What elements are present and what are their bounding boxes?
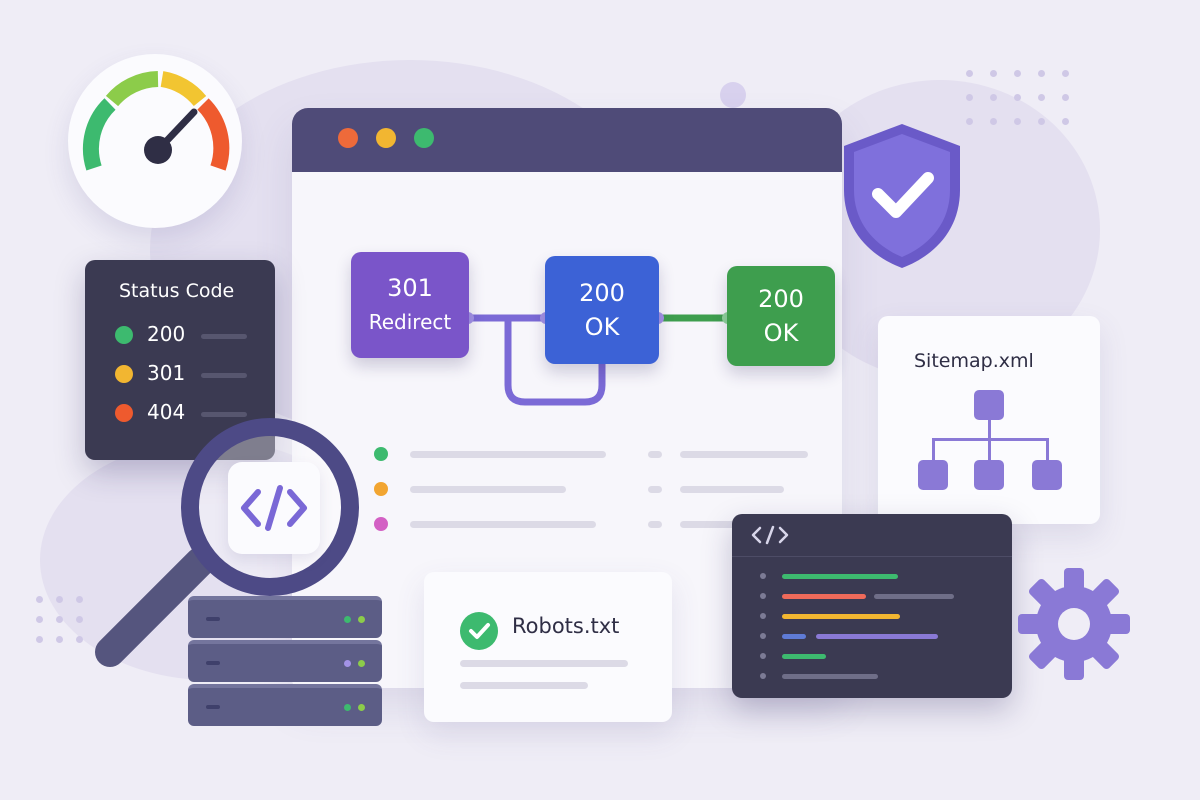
decor-dot: [56, 616, 63, 623]
status-bar: [201, 334, 247, 339]
content-bullet-orange: [374, 482, 388, 496]
code-line: [874, 594, 954, 599]
code-line: [782, 614, 900, 619]
server-unit: [188, 640, 382, 682]
check-circle-icon: [460, 612, 498, 650]
content-line: [410, 521, 596, 528]
content-line: [648, 521, 662, 528]
decor-dot: [56, 636, 63, 643]
status-dot-green: [115, 326, 133, 344]
window-close-dot[interactable]: [338, 128, 358, 148]
decor-circle: [720, 82, 746, 108]
content-line: [410, 451, 606, 458]
gauge-dial: [82, 71, 230, 171]
code-brackets-icon: [751, 525, 789, 545]
content-line: [648, 486, 662, 493]
sitemap-xml-card[interactable]: Sitemap.xml: [878, 316, 1100, 524]
status-code-panel: Status Code 200 301 404: [85, 260, 275, 460]
status-code-200: 200: [147, 322, 186, 346]
code-panel-header: [732, 514, 1012, 557]
decor-dot: [966, 94, 973, 101]
robots-card-title: Robots.txt: [512, 614, 620, 638]
content-bullet-pink: [374, 517, 388, 531]
browser-titlebar: [292, 108, 842, 172]
status-dot-red: [115, 404, 133, 422]
status-panel-title: Status Code: [119, 280, 235, 302]
content-bullet-green: [374, 447, 388, 461]
decor-dot: [76, 616, 83, 623]
content-line: [680, 486, 784, 493]
content-line: [648, 451, 662, 458]
shield-check-icon: [844, 124, 960, 268]
decor-dot: [990, 94, 997, 101]
code-line: [782, 594, 866, 599]
sitemap-card-title: Sitemap.xml: [914, 350, 1034, 372]
code-line: [782, 654, 826, 659]
status-bar: [201, 412, 247, 417]
window-minimize-dot[interactable]: [376, 128, 396, 148]
decor-dot: [76, 596, 83, 603]
decor-dot: [1038, 70, 1045, 77]
gear-icon: [1018, 568, 1130, 680]
decor-dot: [966, 118, 973, 125]
decor-dot: [36, 596, 43, 603]
robots-txt-card[interactable]: Robots.txt: [424, 572, 672, 722]
code-line: [782, 634, 806, 639]
flow-box-301-redirect: 301 Redirect: [351, 252, 469, 358]
code-line: [782, 674, 878, 679]
decor-dot: [1038, 94, 1045, 101]
status-code-404: 404: [147, 400, 186, 424]
status-bar: [201, 373, 247, 378]
decor-dot: [76, 636, 83, 643]
decor-dot: [1062, 70, 1069, 77]
status-code-301: 301: [147, 361, 186, 385]
decor-dot: [990, 118, 997, 125]
decor-dot: [990, 70, 997, 77]
flow-label: OK: [763, 319, 799, 347]
content-line: [680, 451, 808, 458]
server-unit: [188, 596, 382, 638]
magnifier-code-tile: [228, 462, 320, 554]
content-line: [460, 660, 628, 667]
server-unit: [188, 684, 382, 726]
code-line: [782, 574, 898, 579]
content-line: [410, 486, 566, 493]
content-line: [460, 682, 588, 689]
flow-label: Redirect: [368, 310, 452, 334]
connector-loop: [504, 314, 606, 406]
decor-dot: [966, 70, 973, 77]
decor-dot: [1014, 94, 1021, 101]
code-line: [816, 634, 938, 639]
flow-code: 200: [758, 285, 804, 313]
flow-box-200-ok-final: 200 OK: [727, 266, 835, 366]
code-brackets-icon: [241, 485, 307, 531]
status-dot-orange: [115, 365, 133, 383]
flow-code: 301: [387, 274, 433, 302]
decor-dot: [1014, 118, 1021, 125]
flow-code: 200: [579, 279, 625, 307]
decor-dot: [1014, 70, 1021, 77]
speedometer-icon: [68, 54, 242, 228]
decor-dot: [1062, 118, 1069, 125]
decor-dot: [36, 636, 43, 643]
flow-box-200-ok: 200 OK: [545, 256, 659, 364]
window-maximize-dot[interactable]: [414, 128, 434, 148]
decor-dot: [1062, 94, 1069, 101]
flow-label: OK: [584, 313, 620, 341]
decor-dot: [56, 596, 63, 603]
decor-dot: [1038, 118, 1045, 125]
code-editor-panel: [732, 514, 1012, 698]
decor-dot: [36, 616, 43, 623]
